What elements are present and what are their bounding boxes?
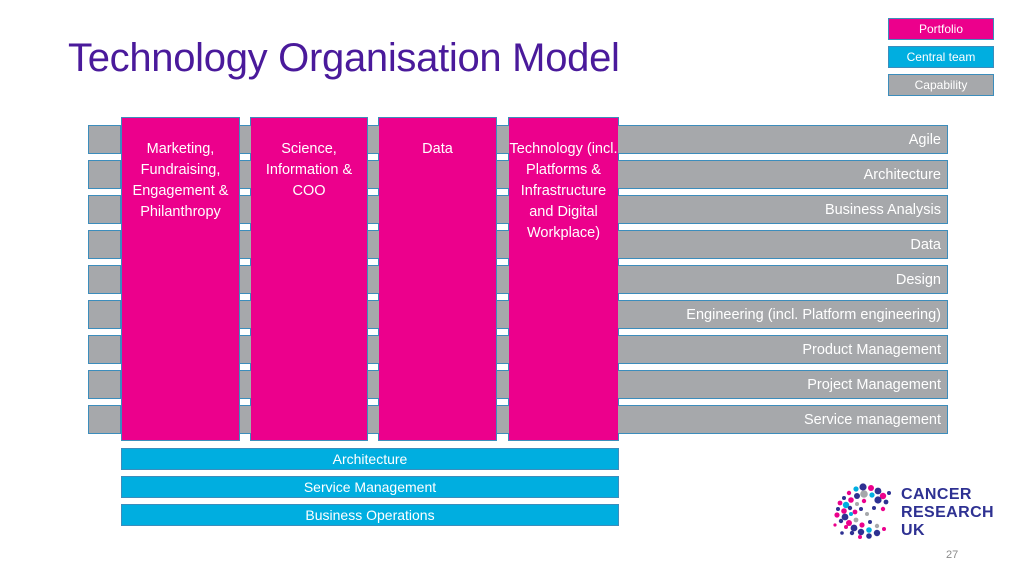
connector-segment <box>618 125 630 154</box>
legend-item-capability: Capability <box>888 74 994 96</box>
portfolio-column-data[interactable]: Data <box>378 117 497 441</box>
portfolio-column-marketing[interactable]: Marketing, Fundraising, Engagement & Phi… <box>121 117 240 441</box>
connector-segment <box>618 335 630 364</box>
connector-segment <box>368 265 379 294</box>
connector-segment <box>497 160 509 189</box>
connector-segment <box>368 370 379 399</box>
central-team-label: Architecture <box>332 451 408 467</box>
capability-label: Business Analysis <box>824 201 941 218</box>
capability-stubs-left <box>88 125 121 440</box>
connector-segment <box>368 160 379 189</box>
central-team-label: Service Management <box>303 479 437 495</box>
connector-segment <box>240 300 251 329</box>
portfolio-label: Technology (incl. Platforms & Infrastruc… <box>509 141 618 242</box>
capability-connector <box>368 125 379 440</box>
central-team-row-business-operations[interactable]: Business Operations <box>121 504 619 526</box>
cancer-research-uk-logo: CANCER RESEARCH UK <box>833 481 994 543</box>
capability-stub <box>88 160 121 189</box>
legend-label: Portfolio <box>918 22 964 36</box>
connector-segment <box>618 195 630 224</box>
connector-segment <box>368 195 379 224</box>
connector-segment <box>240 160 251 189</box>
connector-segment <box>497 370 509 399</box>
connector-segment <box>240 195 251 224</box>
capability-label: Engineering (incl. Platform engineering) <box>686 306 941 323</box>
capability-stub <box>88 405 121 434</box>
portfolio-label: Data <box>422 141 453 157</box>
capability-label: Project Management <box>807 376 941 393</box>
legend-label: Capability <box>914 78 968 92</box>
connector-segment <box>618 265 630 294</box>
capability-stub <box>88 335 121 364</box>
connector-segment <box>618 230 630 259</box>
logo-line-2: RESEARCH <box>901 503 994 521</box>
connector-segment <box>368 125 379 154</box>
logo-line-3: UK <box>901 521 925 539</box>
connector-segment <box>368 300 379 329</box>
portfolio-label: Science, Information & COO <box>265 141 353 200</box>
portfolio-column-science[interactable]: Science, Information & COO <box>250 117 368 441</box>
connector-segment <box>240 230 251 259</box>
page-title: Technology Organisation Model <box>68 36 620 80</box>
capability-stub <box>88 125 121 154</box>
connector-segment <box>240 405 251 434</box>
crukdotted-c-icon <box>833 483 891 539</box>
connector-segment <box>497 195 509 224</box>
connector-segment <box>368 230 379 259</box>
legend-item-portfolio: Portfolio <box>888 18 994 40</box>
logo-line-1: CANCER <box>901 486 972 503</box>
connector-segment <box>240 370 251 399</box>
legend: Portfolio Central team Capability <box>888 18 994 102</box>
capability-label: Product Management <box>802 341 941 358</box>
capability-connector <box>240 125 251 440</box>
connector-segment <box>618 300 630 329</box>
capability-label: Architecture <box>863 166 941 183</box>
central-team-row-service-management[interactable]: Service Management <box>121 476 619 498</box>
capability-stub <box>88 300 121 329</box>
connector-segment <box>368 405 379 434</box>
capability-connector <box>618 125 630 440</box>
connector-segment <box>497 300 509 329</box>
capability-label: Data <box>910 236 941 253</box>
capability-stub <box>88 230 121 259</box>
central-team-row-architecture[interactable]: Architecture <box>121 448 619 470</box>
connector-segment <box>497 230 509 259</box>
connector-segment <box>240 125 251 154</box>
capability-connector <box>497 125 509 440</box>
connector-segment <box>618 405 630 434</box>
connector-segment <box>497 265 509 294</box>
capability-label: Agile <box>908 131 941 148</box>
legend-label: Central team <box>906 50 976 64</box>
connector-segment <box>368 335 379 364</box>
connector-segment <box>618 370 630 399</box>
connector-segment <box>497 335 509 364</box>
connector-segment <box>240 265 251 294</box>
page-number: 27 <box>946 549 959 561</box>
connector-segment <box>497 405 509 434</box>
central-team-label: Business Operations <box>305 507 435 523</box>
portfolio-column-technology[interactable]: Technology (incl. Platforms & Infrastruc… <box>508 117 619 441</box>
portfolio-label: Marketing, Fundraising, Engagement & Phi… <box>132 141 229 221</box>
connector-segment <box>497 125 509 154</box>
capability-stub <box>88 370 121 399</box>
capability-stub <box>88 195 121 224</box>
connector-segment <box>618 160 630 189</box>
capability-label: Design <box>895 271 941 288</box>
legend-item-central-team: Central team <box>888 46 994 68</box>
capability-stub <box>88 265 121 294</box>
logo-wordmark: CANCER RESEARCH UK <box>901 486 994 540</box>
capability-label: Service management <box>803 411 941 428</box>
connector-segment <box>240 335 251 364</box>
central-team-rows: Architecture Service Management Business… <box>121 448 619 532</box>
